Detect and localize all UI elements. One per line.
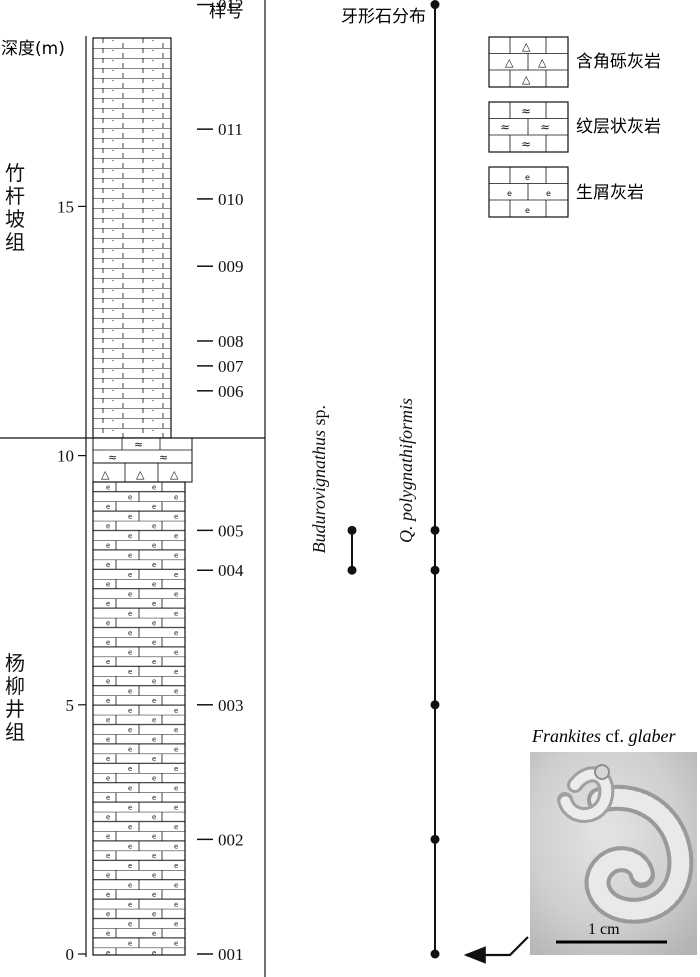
sample-id: 012 xyxy=(218,0,244,15)
sample-001: 001 xyxy=(197,945,244,964)
depth-tick-label: 15 xyxy=(57,197,74,216)
occurrence-point xyxy=(347,565,357,575)
taxa-ranges: Budurovignathus sp. Q. polygnathiformis xyxy=(309,0,440,959)
breccia-limestone-layer: △ △ △ xyxy=(92,462,193,483)
svg-text:e: e xyxy=(525,173,530,182)
fossil-cf: cf. xyxy=(601,726,628,746)
formation-name-char: 坡 xyxy=(5,207,25,231)
sample-id: 002 xyxy=(218,830,244,849)
legend-item-bioclastic: e e e e 生屑灰岩 xyxy=(488,166,644,218)
svg-text:e: e xyxy=(507,189,512,198)
taxon-label: Budurovignathus sp. xyxy=(309,405,329,553)
depth-axis-title: 深度(m) xyxy=(1,39,65,59)
lithology-legend: △ △ △ △ 含角砾灰岩 ≈ ≈ ≈ ≈ 纹层状灰岩 xyxy=(488,36,661,218)
fossil-caption: Frankites cf. glaber xyxy=(531,726,676,746)
sample-number-title: 样号 xyxy=(209,2,243,22)
occurrence-point xyxy=(430,700,440,710)
svg-text:≈: ≈ xyxy=(500,120,510,134)
formation-name-char: 杨 xyxy=(5,651,25,675)
svg-text:≈: ≈ xyxy=(159,451,168,464)
taxon-range-budurovignathus: Budurovignathus sp. xyxy=(309,405,357,575)
sample-id: 004 xyxy=(218,561,244,580)
legend-label-bioclastic: 生屑灰岩 xyxy=(576,183,644,203)
sample-005: 005 xyxy=(197,521,244,540)
legend-swatch-bioclastic: e e e e xyxy=(488,166,569,218)
sample-id: 005 xyxy=(218,521,244,540)
svg-text:e: e xyxy=(546,189,551,198)
svg-text:△: △ xyxy=(538,56,547,69)
taxon-range-q-polygnathiformis: Q. polygnathiformis xyxy=(396,0,440,959)
formation-name-char: 杆 xyxy=(5,184,25,208)
occurrence-point xyxy=(430,565,440,575)
svg-text:e: e xyxy=(525,206,530,215)
svg-text:△: △ xyxy=(522,73,531,86)
conodont-distribution-title: 牙形石分布 xyxy=(341,7,426,27)
formation-name-char: 竹 xyxy=(5,161,25,185)
svg-text:≈: ≈ xyxy=(521,137,531,151)
scale-bar-label: 1 cm xyxy=(588,921,620,938)
sample-list: 012 011 010 009 008 007 006 005 004 003 002 001 xyxy=(197,0,244,964)
upper-thin-bedded-limestone xyxy=(92,37,172,439)
depth-axis: 15 10 5 0 xyxy=(57,36,87,964)
laminated-limestone-layer: ≈ ≈ ≈ xyxy=(92,437,193,464)
sample-007: 007 xyxy=(197,357,244,376)
depth-tick-label: 10 xyxy=(57,447,74,466)
fossil-species: glaber xyxy=(628,726,676,746)
legend-item-breccia: △ △ △ △ 含角砾灰岩 xyxy=(488,36,661,88)
sample-009: 009 xyxy=(197,257,244,276)
sample-id: 009 xyxy=(218,257,244,276)
taxon-label: Q. polygnathiformis xyxy=(396,398,416,543)
legend-swatch-laminated: ≈ ≈ ≈ ≈ xyxy=(488,101,569,153)
sample-id: 001 xyxy=(218,945,244,964)
legend-label-breccia: 含角砾灰岩 xyxy=(576,52,661,72)
bioclastic-limestone-unit xyxy=(92,481,186,956)
formation-name-char: 柳 xyxy=(5,674,25,698)
sample-id: 003 xyxy=(218,696,244,715)
svg-text:≈: ≈ xyxy=(108,451,117,464)
formation-name-char: 组 xyxy=(5,230,25,254)
sample-010: 010 xyxy=(197,190,244,209)
fossil-specimen: Frankites cf. glaber 1 cm xyxy=(463,726,697,964)
legend-swatch-breccia: △ △ △ △ xyxy=(488,36,569,88)
fossil-photo: 1 cm xyxy=(530,752,697,955)
sample-011: 011 xyxy=(197,120,243,139)
sample-006: 006 xyxy=(197,382,244,401)
svg-text:△: △ xyxy=(505,56,514,69)
occurrence-point xyxy=(430,949,440,959)
svg-text:≈: ≈ xyxy=(540,120,550,134)
occurrence-point xyxy=(430,834,440,844)
sample-003: 003 xyxy=(197,696,244,715)
ammonoid-shell-image xyxy=(557,764,694,924)
depth-tick-label: 0 xyxy=(66,945,75,964)
sample-008: 008 xyxy=(197,332,244,351)
lithologic-column: ≈ ≈ ≈ △ △ △ xyxy=(92,37,193,956)
sample-id: 010 xyxy=(218,190,244,209)
sample-002: 002 xyxy=(197,830,244,849)
fossil-genus: Frankites xyxy=(531,726,601,746)
formation-name-char: 井 xyxy=(5,697,25,721)
occurrence-point xyxy=(430,0,440,10)
svg-text:≈: ≈ xyxy=(134,438,143,451)
sample-id: 006 xyxy=(218,382,244,401)
svg-text:≈: ≈ xyxy=(521,104,531,118)
svg-text:△: △ xyxy=(522,40,531,53)
sample-id: 011 xyxy=(218,120,243,139)
sample-id: 007 xyxy=(218,357,244,376)
pointer-arrow xyxy=(463,936,529,964)
legend-label-laminated: 纹层状灰岩 xyxy=(576,117,661,137)
formation-name-char: 组 xyxy=(5,720,25,744)
legend-item-laminated: ≈ ≈ ≈ ≈ 纹层状灰岩 xyxy=(488,101,661,153)
sample-012: 012 xyxy=(197,0,244,15)
occurrence-point xyxy=(430,525,440,535)
sample-id: 008 xyxy=(218,332,244,351)
svg-text:△: △ xyxy=(136,468,145,481)
occurrence-point xyxy=(347,525,357,535)
sample-004: 004 xyxy=(197,561,244,580)
svg-text:△: △ xyxy=(101,468,110,481)
svg-text:△: △ xyxy=(170,468,179,481)
depth-tick-label: 5 xyxy=(66,696,75,715)
